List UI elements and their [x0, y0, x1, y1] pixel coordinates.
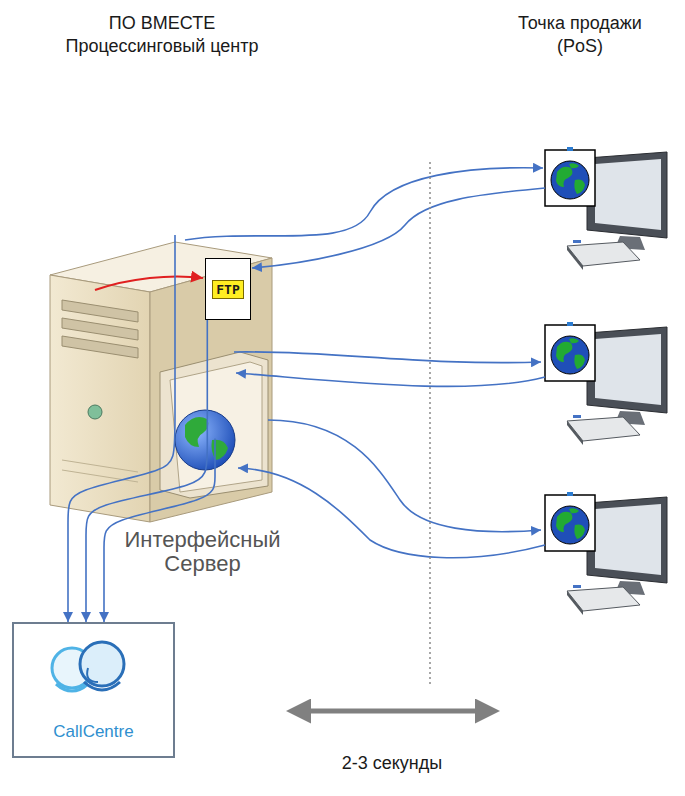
server-tower: [88, 405, 102, 419]
server-tower: [62, 336, 138, 358]
column-heading: Точка продажи (PoS): [505, 12, 655, 59]
column-heading: ПО ВМЕСТЕ Процессинговый центр: [46, 12, 278, 59]
server-tower: [62, 470, 138, 482]
pos-flow: [185, 168, 543, 240]
pos-terminals: [545, 147, 667, 615]
flow-arrow: [68, 235, 175, 622]
duration-label: 2-3 секунды: [292, 752, 492, 775]
web-folder: [212, 440, 229, 460]
callcentre-box: CallCentre: [12, 622, 175, 758]
server-tower: [150, 258, 272, 522]
duration-arrow: [296, 709, 490, 714]
callcentre-icon: [80, 642, 124, 686]
pos-flow: [238, 468, 545, 558]
pos-flow: [234, 352, 541, 363]
divider-line: [429, 162, 431, 685]
pos-flow: [236, 373, 545, 386]
node-text: Интерфейсный Сервер: [115, 528, 290, 576]
web-folder: [185, 417, 208, 447]
callcentre-icon: [56, 684, 88, 691]
callcentre-icon: [87, 668, 98, 682]
server-tower: [50, 242, 272, 522]
pos-terminals: [545, 147, 667, 270]
pos-flow: [252, 188, 545, 268]
node-text: CallCentre: [14, 722, 173, 742]
pos-terminals: [545, 492, 667, 615]
node-text: FTP: [212, 280, 243, 299]
server-tower: [62, 460, 138, 472]
web-folder: [170, 362, 262, 492]
pos-flow: [268, 420, 541, 532]
pos-flow: [185, 168, 545, 558]
pos-terminals: [545, 322, 667, 445]
web-folder: [175, 410, 235, 470]
red-arrow: [95, 277, 203, 291]
server-tower: [62, 300, 138, 322]
ftp-icon: FTP: [205, 258, 251, 320]
server-tower: [62, 318, 138, 340]
callcentre-icon: [84, 682, 120, 690]
server-node: Интерфейсный Сервер FTP: [40, 235, 290, 580]
